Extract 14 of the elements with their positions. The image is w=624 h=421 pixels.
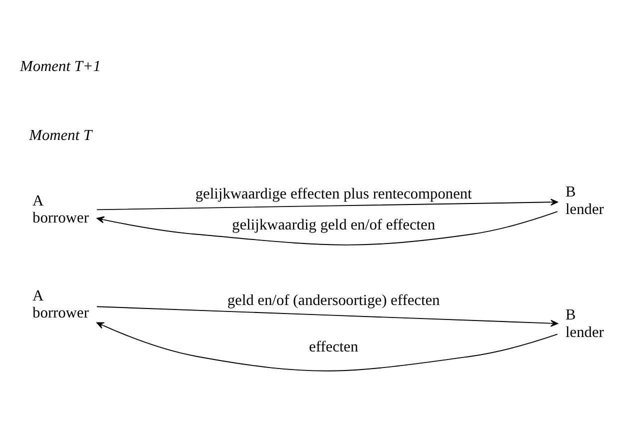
- node-text: A borrower: [32, 192, 89, 226]
- edge-label: geld en/of (andersoortige) effecten: [227, 292, 440, 309]
- edge-label: gelijkwaardig geld en/of effecten: [232, 216, 436, 233]
- arrow: [96, 322, 558, 371]
- arrow: [96, 210, 558, 245]
- label: Moment T: [29, 126, 92, 144]
- edge-label: gelijkwaardige effecten plus rentecomponent: [195, 185, 472, 202]
- node-text: A borrower: [32, 286, 89, 322]
- label: Moment T+1: [20, 57, 101, 74]
- node-text: B lender: [566, 306, 604, 340]
- arrow: [96, 306, 558, 326]
- arrow: [96, 198, 558, 210]
- node-text: B lender: [566, 183, 604, 218]
- edge-label: effecten: [309, 338, 358, 355]
